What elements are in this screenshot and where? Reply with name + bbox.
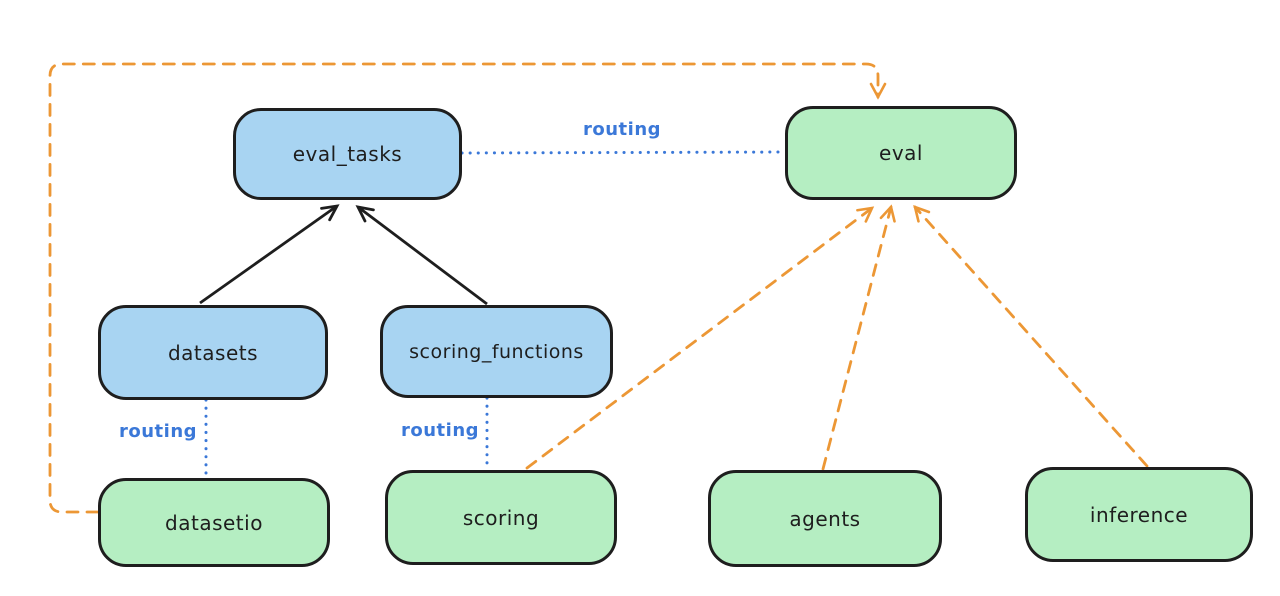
- node-datasetio-label: datasetio: [165, 510, 263, 535]
- node-datasetio: datasetio: [98, 478, 330, 567]
- edge-eval-tasks-to-eval-routing: [460, 150, 787, 155]
- node-scoring-label: scoring: [462, 505, 540, 530]
- node-eval-label: eval: [879, 141, 923, 165]
- edge-label-routing-eval-tasks-eval: routing: [583, 119, 662, 140]
- node-eval-tasks-label: eval_tasks: [292, 142, 403, 166]
- node-eval: eval: [785, 106, 1017, 200]
- node-datasets-label: datasets: [167, 340, 259, 365]
- node-inference-label: inference: [1089, 502, 1189, 527]
- edge-label-routing-datasets-datasetio: routing: [119, 421, 198, 442]
- node-datasets: datasets: [98, 305, 328, 400]
- edge-scoring-to-eval-dashed-arrow: [525, 206, 875, 470]
- node-inference: inference: [1025, 467, 1253, 562]
- node-agents: agents: [708, 470, 942, 567]
- node-scoring: scoring: [385, 470, 617, 565]
- edge-label-routing-scoring-functions-scoring: routing: [401, 420, 480, 441]
- node-agents-label: agents: [789, 506, 861, 531]
- node-eval-tasks: eval_tasks: [233, 108, 462, 200]
- edge-inference-to-eval-dashed-arrow: [913, 204, 1149, 468]
- edge-datasets-to-eval-tasks-arrow: [199, 204, 340, 305]
- edge-agents-to-eval-dashed-arrow: [821, 204, 896, 471]
- node-scoring-functions-label: scoring_functions: [409, 340, 584, 363]
- edge-datasetio-to-eval-dashed-arrow: [48, 62, 887, 514]
- edge-scoring-functions-to-eval-tasks-arrow: [355, 205, 488, 306]
- node-scoring-functions: scoring_functions: [380, 305, 613, 398]
